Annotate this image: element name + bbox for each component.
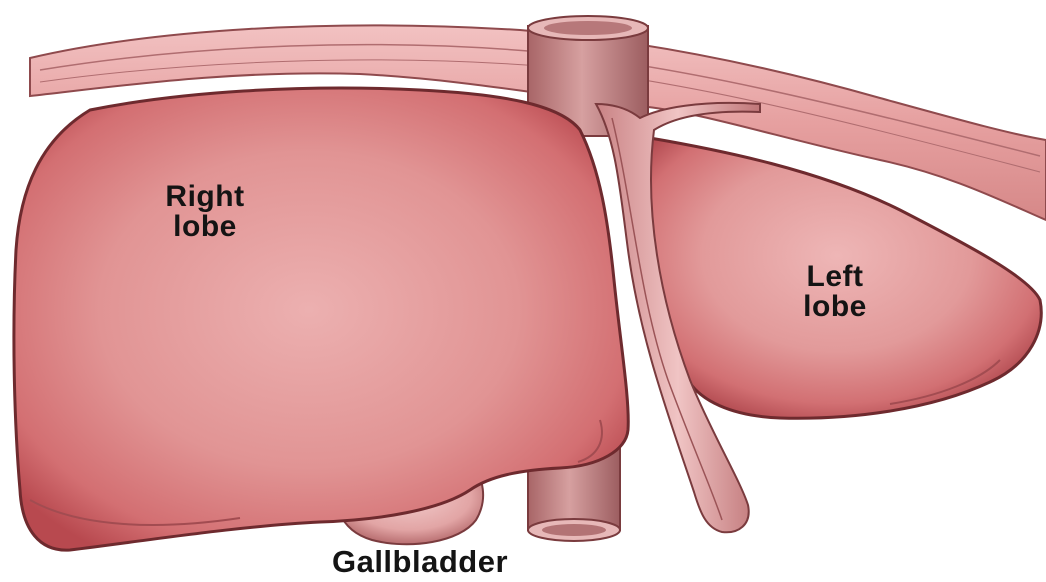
left-lobe-label-line2: lobe [770,292,900,322]
left-lobe-label: Left lobe [770,262,900,322]
right-lobe-label-line1: Right [130,182,280,212]
gallbladder-label: Gallbladder [290,546,550,577]
right-lobe-label-line2: lobe [130,212,280,242]
left-lobe-label-line1: Left [770,262,900,292]
right-lobe-label: Right lobe [130,182,280,242]
